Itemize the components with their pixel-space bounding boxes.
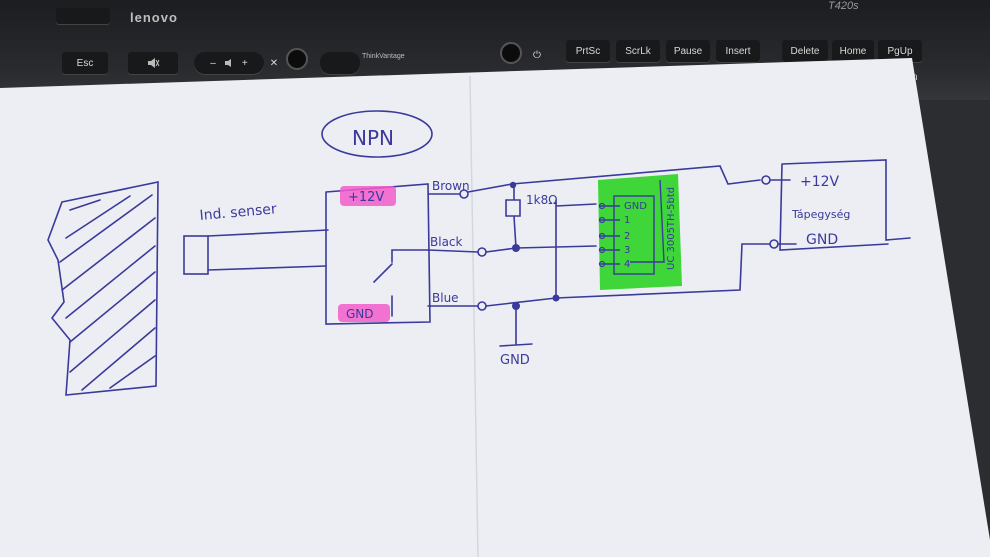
psu-gnd-label: GND bbox=[806, 232, 838, 248]
key-esc[interactable]: Esc bbox=[62, 52, 108, 74]
ground-label: GND bbox=[500, 353, 530, 368]
blue-wire-label: Blue bbox=[432, 291, 459, 305]
volume-rocker[interactable]: – + bbox=[194, 52, 264, 74]
junction-dot bbox=[552, 294, 560, 302]
key-pgup[interactable]: PgUp bbox=[878, 40, 922, 62]
black-wire-label: Black bbox=[430, 235, 463, 249]
metal-target bbox=[47, 181, 159, 396]
brown-terminal bbox=[459, 189, 469, 199]
ground-symbol bbox=[499, 305, 533, 347]
model-label: T420s bbox=[828, 0, 859, 12]
sensor-label: Ind. senser bbox=[199, 201, 278, 224]
npn-ellipse bbox=[321, 110, 433, 158]
inductive-sensor bbox=[183, 229, 329, 275]
blue-wire bbox=[427, 243, 771, 307]
key-scrlk[interactable]: ScrLk bbox=[616, 40, 660, 62]
thinkvantage-button[interactable] bbox=[320, 52, 360, 74]
lenovo-logo: lenovo bbox=[130, 10, 178, 25]
module-name: UC 3005TH-5btd bbox=[666, 187, 677, 270]
highlight-gnd bbox=[338, 304, 390, 322]
internal-12v-label: +12V bbox=[348, 190, 384, 205]
module-gnd-link bbox=[555, 199, 597, 299]
paper-surface bbox=[0, 58, 990, 557]
module-pin-gnd: GND bbox=[624, 201, 647, 212]
key-delete[interactable]: Delete bbox=[782, 40, 828, 62]
module-pin-1: 1 bbox=[624, 215, 630, 226]
brown-wire bbox=[427, 165, 761, 195]
thinkvantage-label: ThinkVantage bbox=[362, 53, 405, 60]
volume-up-icon: + bbox=[241, 57, 248, 69]
black-terminal bbox=[477, 247, 487, 257]
volume-down-icon: – bbox=[210, 57, 216, 69]
key-prtsc[interactable]: PrtSc bbox=[566, 40, 610, 62]
internal-gnd-label: GND bbox=[346, 307, 374, 321]
diagram-title: NPN bbox=[352, 126, 394, 150]
power-button[interactable] bbox=[500, 42, 522, 64]
module-pin-2: 2 bbox=[624, 231, 630, 242]
psu-12v-label: +12V bbox=[800, 174, 840, 190]
key-top-left bbox=[56, 8, 110, 24]
resistor-label: 1k8Ω bbox=[526, 193, 557, 207]
psu-label: Tápegység bbox=[791, 208, 850, 221]
blue-terminal bbox=[477, 301, 487, 311]
junction-dot bbox=[512, 244, 520, 252]
key-insert[interactable]: Insert bbox=[716, 40, 760, 62]
module-pin-3: 3 bbox=[624, 245, 630, 256]
paper-fold bbox=[469, 75, 479, 557]
psu-box bbox=[779, 159, 911, 251]
highlight-12v bbox=[340, 186, 396, 206]
brown-wire-label: Brown bbox=[432, 179, 470, 193]
speaker-icon bbox=[224, 59, 231, 67]
module-body bbox=[613, 195, 655, 275]
npn-switch bbox=[373, 249, 429, 317]
module-pin-4: 4 bbox=[624, 259, 630, 270]
key-pause[interactable]: Pause bbox=[666, 40, 710, 62]
mute-icon bbox=[148, 58, 160, 68]
key-home[interactable]: Home bbox=[832, 40, 874, 62]
junction-dot bbox=[509, 181, 517, 189]
key-mute[interactable] bbox=[128, 52, 178, 74]
junction-dot bbox=[512, 302, 520, 310]
mic-mute-icon[interactable]: ✕ bbox=[269, 57, 279, 69]
power-led-left bbox=[286, 48, 308, 70]
power-icon: ⏻ bbox=[533, 49, 541, 61]
